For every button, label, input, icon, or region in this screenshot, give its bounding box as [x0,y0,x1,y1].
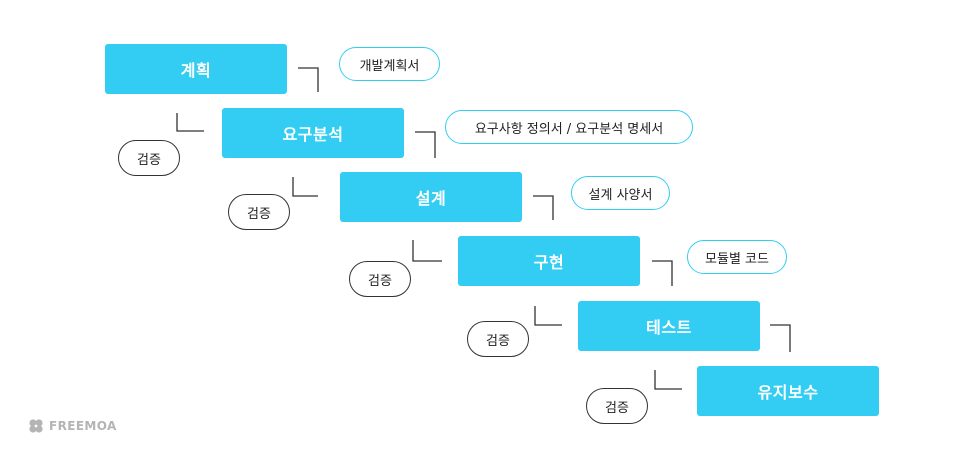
phase-planning: 계획 [105,44,287,94]
deliverable-requirements-spec: 요구사항 정의서 / 요구분석 명세서 [445,110,693,144]
verification-badge-3: 검증 [349,261,411,297]
clover-logo-icon [29,419,43,433]
phase-testing: 테스트 [578,301,760,351]
feedback-arrow-2 [292,177,318,197]
deliverable-design-spec: 설계 사양서 [571,176,670,210]
feedback-arrow-4 [534,306,562,326]
forward-arrow-2 [415,131,436,158]
verification-badge-1: 검증 [118,140,180,176]
phase-design: 설계 [340,172,522,222]
deliverable-module-code: 모듈별 코드 [687,240,787,274]
phase-implementation: 구현 [458,236,640,286]
freemoa-watermark: FREEMOA [28,418,117,434]
watermark-text: FREEMOA [49,419,117,433]
feedback-arrow-3 [412,240,442,262]
verification-badge-2: 검증 [228,194,290,230]
forward-arrow-4 [652,260,673,286]
forward-arrow-3 [533,195,554,220]
forward-arrow-5 [770,324,791,352]
forward-arrow-1 [298,67,319,92]
phase-maintenance: 유지보수 [697,366,879,416]
feedback-arrow-1 [176,113,204,132]
phase-requirements: 요구분석 [222,108,404,158]
verification-badge-4: 검증 [467,321,529,357]
feedback-arrow-5 [654,370,682,390]
verification-badge-5: 검증 [586,388,648,424]
deliverable-dev-plan: 개발계획서 [339,47,440,81]
